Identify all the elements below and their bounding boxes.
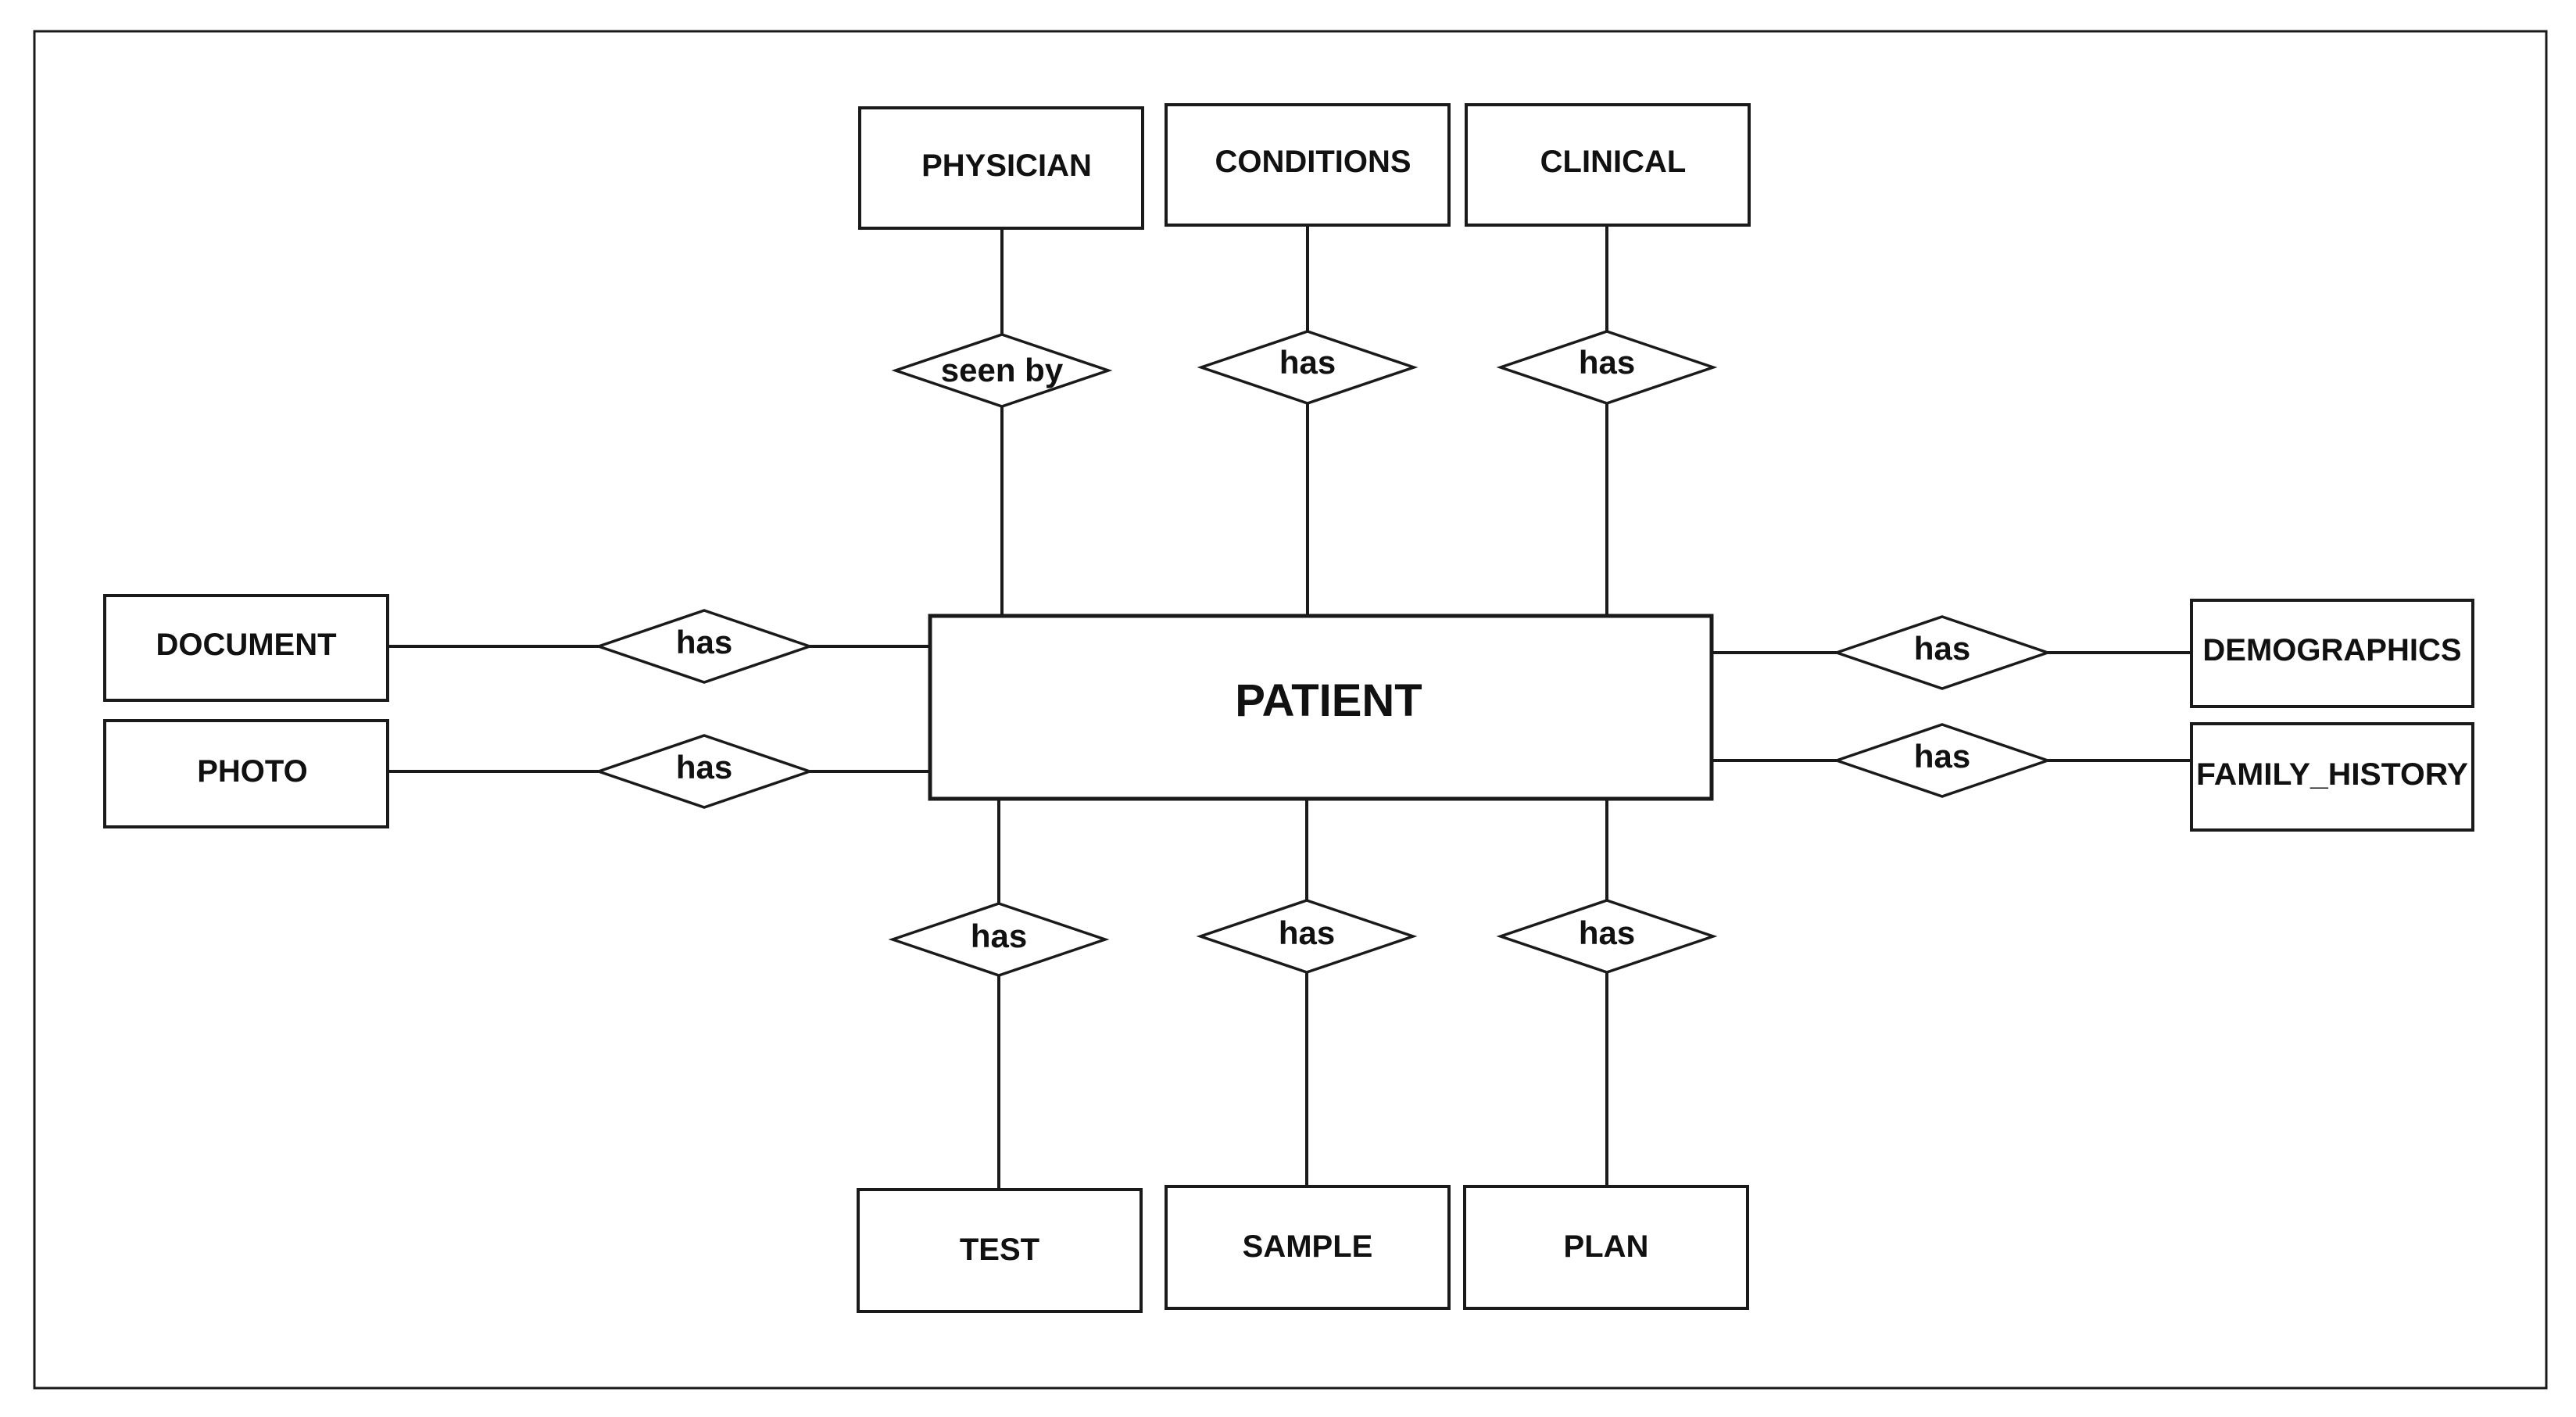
entity-box: [103, 594, 389, 702]
relationship-has-document: has: [594, 609, 814, 684]
entity-label: CONDITIONS: [1215, 145, 1411, 179]
relationship-diamond: [1196, 899, 1418, 974]
entity-label: DEMOGRAPHICS: [2202, 633, 2461, 667]
entity-sample: SAMPLE: [1165, 1185, 1451, 1310]
relationship-diamond: [888, 902, 1110, 977]
relationship-label: has: [1914, 630, 1970, 667]
entity-label: DOCUMENT: [156, 628, 336, 662]
relationship-has-test: has: [888, 902, 1110, 977]
relationship-has-family-history: has: [1832, 723, 2052, 798]
entity-patient: PATIENT: [928, 614, 1714, 801]
relationship-diamond: [1496, 330, 1718, 405]
relationship-label: has: [1579, 914, 1635, 951]
relationship-seen-by: seen by: [891, 333, 1113, 408]
relationship-has-demographics: has: [1832, 615, 2052, 690]
relationship-diamond: [1832, 615, 2052, 690]
entity-label: PLAN: [1564, 1229, 1649, 1264]
entity-label: CLINICAL: [1540, 145, 1687, 179]
relationship-has-clinical: has: [1496, 330, 1718, 405]
entity-test: TEST: [857, 1188, 1143, 1313]
entity-label: PHYSICIAN: [921, 148, 1092, 183]
relationship-has-sample: has: [1196, 899, 1418, 974]
relationship-diamond: [1197, 330, 1419, 405]
entity-photo: PHOTO: [103, 719, 389, 828]
relationship-diamond: [594, 734, 814, 809]
entity-box: [103, 719, 389, 828]
relationship-label: has: [1279, 914, 1335, 951]
entity-plan: PLAN: [1463, 1185, 1749, 1310]
entity-label: FAMILY_HISTORY: [2196, 757, 2468, 792]
relationship-diamond: [891, 333, 1113, 408]
entity-box: [928, 614, 1714, 801]
relationship-diamond: [1496, 899, 1718, 974]
entity-conditions: CONDITIONS: [1165, 103, 1451, 227]
entity-label: PHOTO: [197, 754, 308, 789]
entity-family-history: FAMILY_HISTORY: [2190, 722, 2474, 832]
entity-label: TEST: [960, 1233, 1039, 1267]
entity-box: [858, 106, 1144, 230]
entity-box: [857, 1188, 1143, 1313]
connectors: [388, 225, 2191, 1190]
entity-box: [1165, 103, 1451, 227]
entity-label: SAMPLE: [1243, 1229, 1373, 1264]
relationship-has-plan: has: [1496, 899, 1718, 974]
entity-label: PATIENT: [1235, 675, 1422, 726]
relationship-label: seen by: [941, 352, 1064, 388]
entity-box: [2190, 599, 2474, 708]
entity-box: [1463, 1185, 1749, 1310]
relationship-diamond: [594, 609, 814, 684]
relationship-label: has: [971, 918, 1027, 954]
relationship-has-photo: has: [594, 734, 814, 809]
relationship-label: has: [1579, 344, 1635, 381]
entity-box: [1465, 103, 1751, 227]
entity-clinical: CLINICAL: [1465, 103, 1751, 227]
entity-box: [1165, 1185, 1451, 1310]
relationship-diamond: [1832, 723, 2052, 798]
entity-demographics: DEMOGRAPHICS: [2190, 599, 2474, 708]
relationship-label: has: [1279, 344, 1336, 381]
relationship-label: has: [1914, 738, 1970, 775]
entity-box: [2190, 722, 2474, 832]
entity-physician: PHYSICIAN: [858, 106, 1144, 230]
relationship-has-conditions: has: [1197, 330, 1419, 405]
entity-document: DOCUMENT: [103, 594, 389, 702]
relationship-label: has: [676, 749, 732, 785]
relationship-label: has: [676, 624, 732, 660]
